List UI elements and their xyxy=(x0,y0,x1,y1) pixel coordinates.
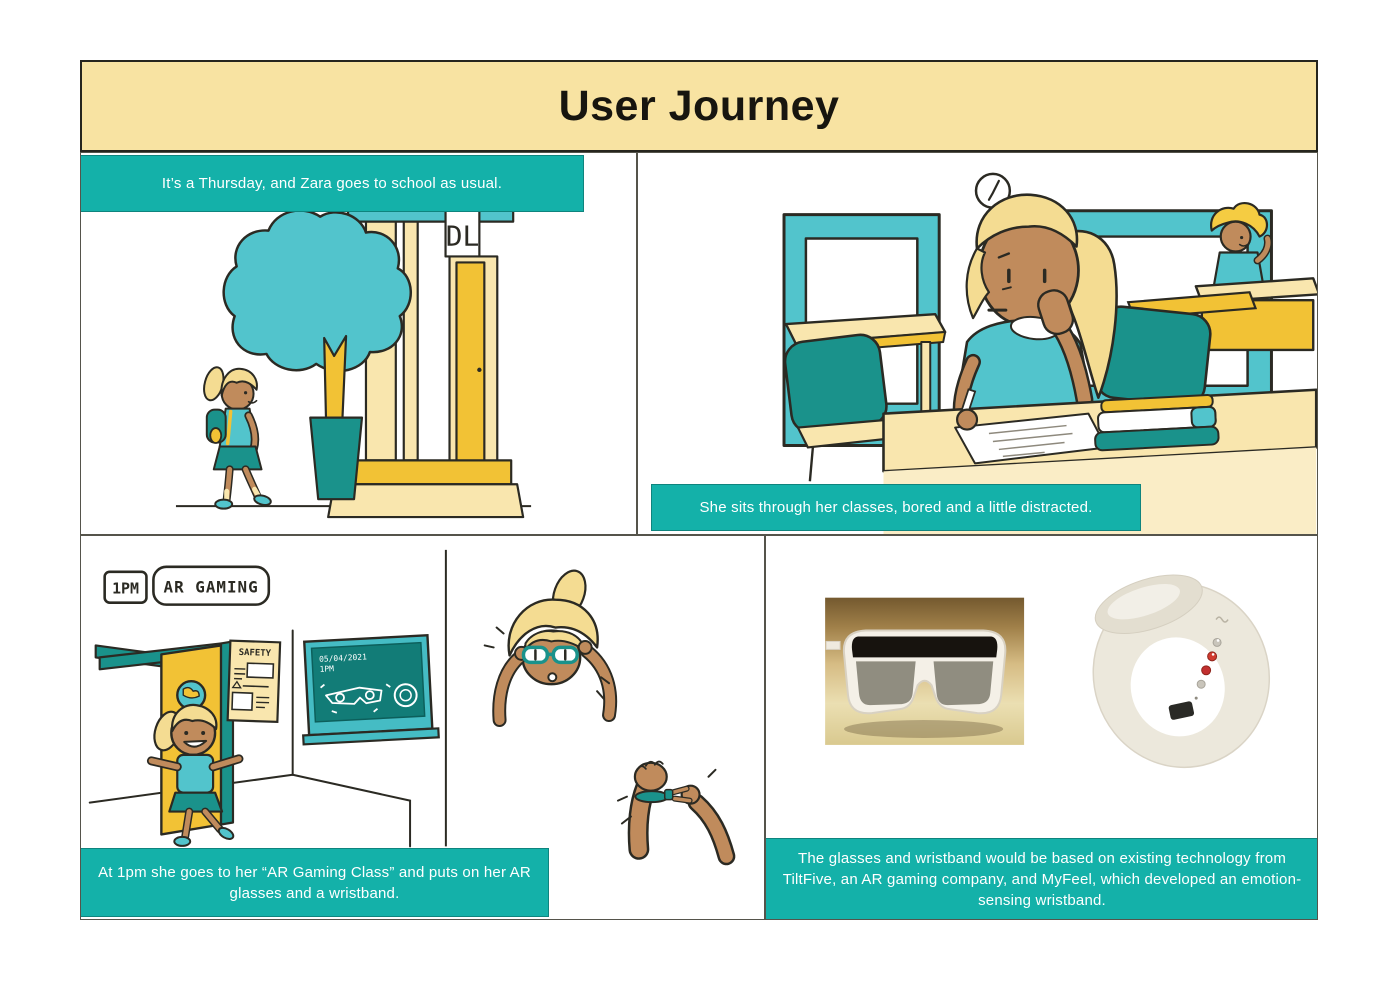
zara-walking xyxy=(203,366,272,510)
caption-text: At 1pm she goes to her “AR Gaming Class”… xyxy=(98,863,531,902)
chalkboard-ring-doodle xyxy=(393,683,418,708)
illustration-walk-to-school: DL xyxy=(175,206,532,519)
tiltfive-glasses-photo xyxy=(825,597,1025,745)
zara-entering xyxy=(146,680,244,847)
class-sign: AR GAMING xyxy=(152,565,271,606)
time-sign: 1PM xyxy=(103,570,148,604)
caption-classroom: She sits through her classes, bored and … xyxy=(651,484,1141,531)
chair-left xyxy=(783,333,901,482)
illustration-ar-gaming-class: 1PM AR GAMING xyxy=(88,549,736,866)
chalkboard-date: 05/04/2021 xyxy=(319,652,367,664)
wristband-leds xyxy=(1196,637,1222,689)
panel-classroom: She sits through her classes, bored and … xyxy=(637,152,1318,535)
school-sign-text: DL xyxy=(446,220,480,253)
chalkboard: 05/04/2021 1PM xyxy=(302,634,440,746)
time-sign-text: 1PM xyxy=(112,580,139,598)
wristband-logo xyxy=(1215,616,1229,623)
panel-walk-to-school: DL xyxy=(80,152,637,535)
caption-technology: The glasses and wristband would be based… xyxy=(766,838,1317,919)
book-stack xyxy=(1094,393,1220,452)
safety-poster: SAFETY xyxy=(226,639,282,724)
wristband-hands xyxy=(616,760,736,866)
zara-putting-on-glasses xyxy=(483,569,618,728)
title-banner: User Journey xyxy=(80,60,1318,152)
wristband-sensor xyxy=(1168,701,1195,720)
pencil-hand xyxy=(956,388,979,431)
tree xyxy=(222,209,412,501)
myfeel-wristband-photo xyxy=(1092,574,1271,769)
panel-technology: The glasses and wristband would be based… xyxy=(765,535,1318,920)
school-sign xyxy=(444,209,481,258)
clock xyxy=(974,172,1012,209)
class-sign-text: AR GAMING xyxy=(164,578,259,597)
poster-title: SAFETY xyxy=(239,648,272,659)
page-title: User Journey xyxy=(558,81,840,130)
caption-text: The glasses and wristband would be based… xyxy=(782,849,1302,909)
panel-ar-gaming-class: 1PM AR GAMING xyxy=(80,535,765,920)
illustration-classroom xyxy=(782,172,1317,534)
caption-walk-to-school: It’s a Thursday, and Zara goes to school… xyxy=(81,155,584,212)
illustration-technology xyxy=(825,574,1271,769)
storyboard: User Journey DL xyxy=(80,60,1318,920)
ar-glasses xyxy=(521,645,579,665)
zara-at-desk xyxy=(952,193,1118,426)
chalkboard-glasses-doodle xyxy=(320,683,391,714)
caption-ar-gaming-class: At 1pm she goes to her “AR Gaming Class”… xyxy=(81,848,549,917)
caption-text: She sits through her classes, bored and … xyxy=(699,499,1093,516)
caption-text: It’s a Thursday, and Zara goes to school… xyxy=(161,175,503,192)
chalkboard-time: 1PM xyxy=(319,664,334,674)
